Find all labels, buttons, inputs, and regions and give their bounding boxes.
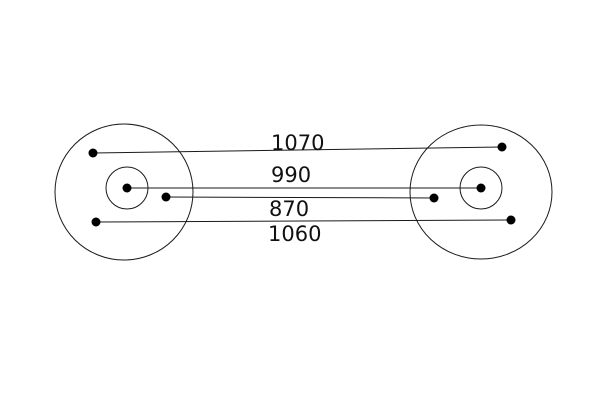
distance-label-center: 990 — [271, 163, 311, 187]
dot-left-inner — [161, 192, 171, 202]
dot-left-outer-top — [88, 148, 98, 158]
dot-right-center — [476, 183, 486, 193]
dot-right-outer-top — [497, 142, 507, 152]
dot-right-outer-bottom — [506, 215, 516, 225]
dot-left-center — [122, 183, 132, 193]
left-circle-group — [54, 123, 194, 261]
connection-line-inner — [165, 196, 435, 199]
distance-label-outer-top: 1070 — [271, 131, 324, 155]
connection-line-outer-top — [92, 146, 503, 154]
distance-label-outer-bottom: 1060 — [268, 222, 321, 246]
dot-left-outer-bottom — [91, 217, 101, 227]
dot-right-inner — [429, 193, 439, 203]
right-outer-circle — [409, 124, 553, 260]
left-outer-circle — [54, 123, 194, 261]
distance-label-inner: 870 — [269, 197, 309, 221]
connection-line-outer-bottom — [95, 219, 512, 223]
